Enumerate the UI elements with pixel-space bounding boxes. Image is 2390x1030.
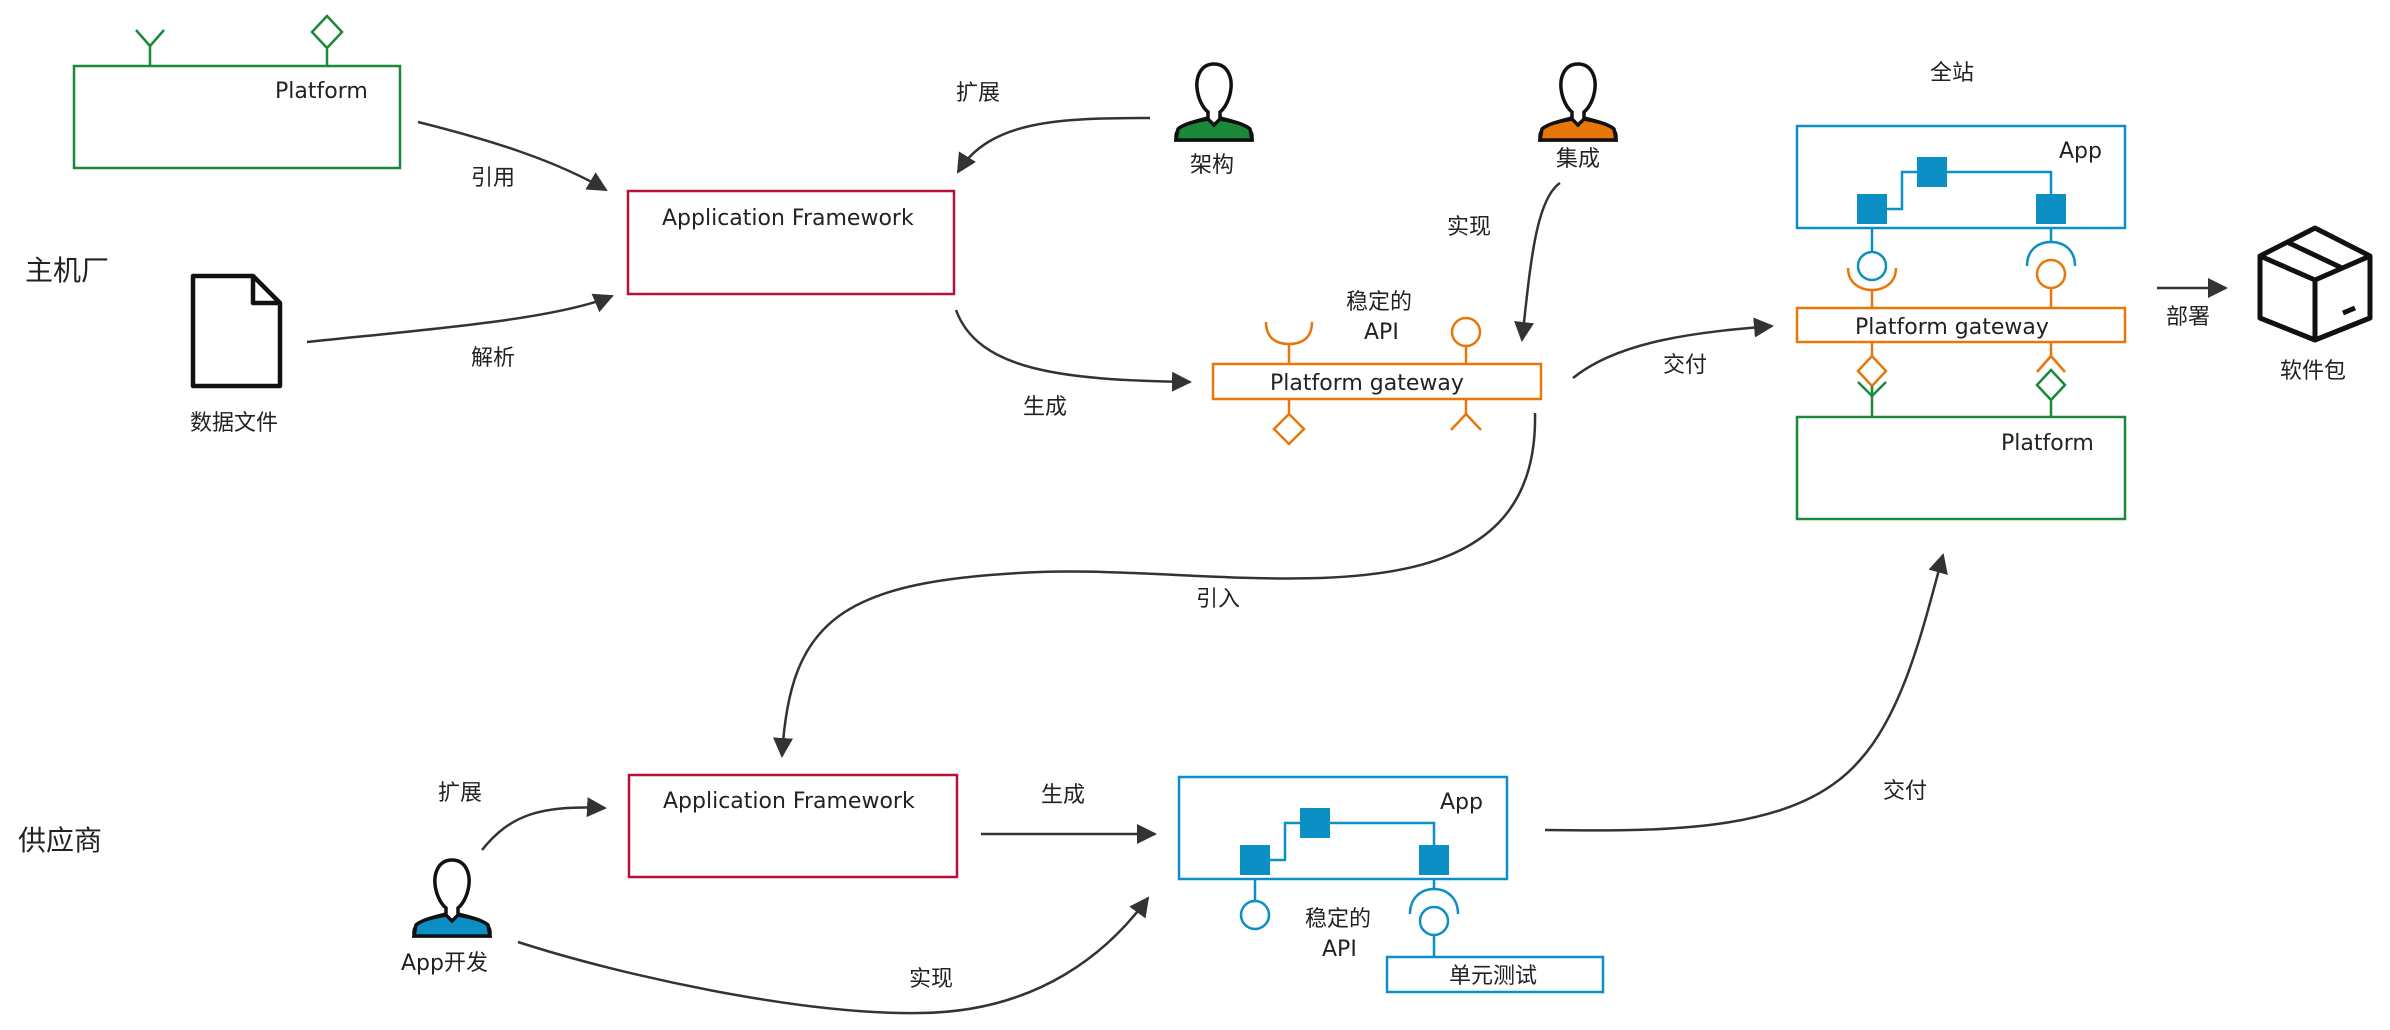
- top-app-framework-label: Application Framework: [662, 206, 914, 231]
- edge-generate-bottom-label: 生成: [1041, 783, 1085, 808]
- edge-extend-top-label: 扩展: [956, 81, 1000, 106]
- ball-connector-icon: [1239, 879, 1271, 931]
- diamond-connector-icon: [310, 14, 344, 66]
- package-label: 软件包: [2280, 359, 2346, 384]
- edge-reference: [417, 120, 608, 192]
- app-dev-node[interactable]: App开发: [401, 858, 493, 976]
- edge-implement-top: [1514, 181, 1561, 342]
- full-stack-app-node[interactable]: App: [1795, 124, 2127, 230]
- edge-implement-bottom: [517, 896, 1150, 1015]
- full-stack-title: 全站: [1930, 61, 1974, 86]
- app-dev-label: App开发: [401, 951, 488, 976]
- unit-test-label: 单元测试: [1449, 964, 1537, 989]
- full-stack-platform-node[interactable]: Platform: [1795, 415, 2127, 521]
- edge-parse: [306, 293, 614, 344]
- socket-connector-icon: [2025, 228, 2077, 308]
- full-stack-platform-gateway-label: Platform gateway: [1855, 315, 2049, 340]
- edge-implement-top-label: 实现: [1447, 215, 1491, 240]
- integration-label: 集成: [1556, 147, 1600, 172]
- component-port-icon: [1300, 808, 1330, 838]
- lane-label-oem: 主机厂: [25, 254, 109, 287]
- bottom-app-label: App: [1440, 790, 1483, 815]
- component-port-icon: [1240, 845, 1270, 875]
- component-port-icon: [2036, 194, 2066, 224]
- top-platform-gateway-node[interactable]: Platform gateway: [1211, 316, 1543, 446]
- edge-generate-top-label: 生成: [1023, 395, 1067, 420]
- edge-reference-label: 引用: [471, 166, 515, 191]
- component-port-icon: [1917, 157, 1947, 187]
- top-platform-node[interactable]: Platform: [72, 14, 402, 170]
- edge-parse-label: 解析: [471, 346, 515, 371]
- top-platform-label: Platform: [275, 79, 368, 104]
- top-platform-gateway-label: Platform gateway: [1270, 371, 1464, 396]
- edge-implement-bottom-label: 实现: [909, 967, 953, 992]
- edge-deliver-bottom: [1544, 553, 1948, 832]
- diamond-connector-icon: [1272, 399, 1306, 446]
- architect-node[interactable]: 架构: [1173, 62, 1255, 178]
- bottom-app-framework-label: Application Framework: [663, 789, 915, 814]
- edge-deploy-label: 部署: [2166, 305, 2210, 330]
- full-stack-platform-label: Platform: [2001, 431, 2094, 456]
- ball-socket-connector-icon: [1408, 879, 1460, 957]
- edge-deliver-top: [1572, 317, 1774, 379]
- bottom-app-framework-node[interactable]: Application Framework: [627, 773, 959, 879]
- component-port-icon: [1857, 194, 1887, 224]
- full-stack-platform-gateway-node[interactable]: Platform gateway: [1795, 306, 2127, 344]
- diamond-fork-connector-icon: [1856, 342, 1888, 417]
- ball-connector-icon: [1846, 228, 1898, 308]
- package-node[interactable]: 软件包: [2257, 225, 2373, 384]
- document-icon: [190, 273, 283, 389]
- edge-extend-bottom-label: 扩展: [438, 781, 482, 806]
- bottom-app-node[interactable]: App: [1177, 775, 1509, 957]
- fork-connector-icon: [1450, 399, 1482, 431]
- ball-connector-icon: [1450, 316, 1482, 364]
- edge-import-label: 引入: [1196, 587, 1240, 612]
- socket-connector-icon: [1264, 321, 1314, 364]
- edge-extend-top: [956, 116, 1151, 174]
- component-port-icon: [1419, 845, 1449, 875]
- data-file-label: 数据文件: [190, 411, 278, 436]
- data-file-node[interactable]: 数据文件: [190, 273, 283, 436]
- integration-node[interactable]: 集成: [1537, 62, 1619, 172]
- unit-test-node[interactable]: 单元测试: [1385, 955, 1605, 994]
- fork-diamond-connector-icon: [2035, 342, 2067, 417]
- edge-generate-top: [954, 309, 1192, 392]
- architect-label: 架构: [1190, 153, 1234, 178]
- full-stack-app-label: App: [2059, 139, 2102, 164]
- bottom-stable-api-line1: 稳定的: [1305, 907, 1371, 932]
- edge-extend-bottom: [481, 797, 607, 851]
- top-stable-api-line1: 稳定的: [1346, 290, 1412, 315]
- edge-deliver-bottom-label: 交付: [1883, 779, 1927, 804]
- package-icon: [2257, 225, 2373, 343]
- fork-connector-icon: [135, 29, 165, 66]
- top-stable-api-line2: API: [1364, 320, 1399, 345]
- top-app-framework-node[interactable]: Application Framework: [626, 189, 956, 296]
- lane-label-supplier: 供应商: [18, 824, 102, 857]
- edge-import: [773, 412, 1537, 758]
- bottom-stable-api-line2: API: [1322, 937, 1357, 962]
- edge-deliver-top-label: 交付: [1663, 353, 1707, 378]
